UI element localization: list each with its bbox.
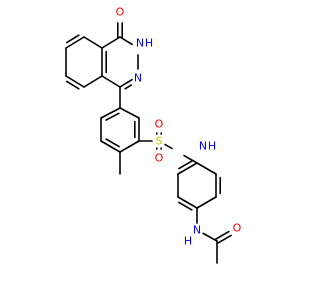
sulfonamide-nitrogen-label: N (199, 140, 207, 153)
sulfur-label: S (156, 135, 163, 148)
azine-nitrogen-label: N (134, 72, 142, 85)
bond-c1-n1 (119, 36, 133, 46)
bond-n2-c4 (119, 78, 133, 88)
bond-n4-ca (202, 232, 218, 242)
bond-a5-a6 (65, 75, 85, 88)
bond-b3-b4 (100, 140, 121, 153)
lactam-nitrogen-label: N (136, 37, 144, 50)
sulfonyl-oxygen-top-label: O (155, 118, 164, 131)
bond-n3-c1p (183, 154, 198, 164)
bond-c4-a1 (101, 75, 121, 88)
bond-b3-b4-inner (105, 138, 120, 148)
atom-label-layer: O N H N O S O N H N H O (116, 6, 242, 248)
bond-c3p-c4p (177, 196, 198, 209)
bond-c1p-c2p (177, 162, 198, 175)
bond-a2-c1 (101, 36, 121, 49)
bond-c3p-c4p-inner (178, 201, 193, 211)
bond-a3-a4-inner (65, 34, 80, 44)
bond-a2-a3 (83, 36, 103, 49)
acetyl-oxygen-label: O (233, 222, 242, 235)
bond-b1-b2 (100, 107, 121, 119)
bond-ca-o4 (217, 234, 232, 244)
bond-ca-o4-second (215, 230, 230, 240)
bond-b4-b5 (119, 140, 140, 153)
sulfonamide-hydrogen-label: H (208, 140, 216, 153)
bond-a3-a4 (65, 36, 85, 49)
bond-s-n3 (164, 143, 173, 150)
sulfonyl-oxygen-bottom-label: O (155, 152, 164, 165)
bond-a6-a1 (83, 75, 103, 88)
bond-b1-b2-inner (105, 112, 120, 121)
bond-b6-b1 (119, 107, 140, 119)
bond-a5-a6-inner (65, 80, 80, 90)
bond-n2-c4-inner (124, 84, 133, 90)
bond-c4p-c5p (196, 196, 217, 209)
bond-layer (65, 22, 232, 264)
molecule-diagram: O N H N O S O N H N H O (65, 6, 242, 264)
amide-nitrogen-label: N (193, 224, 201, 237)
amide-hydrogen-label: H (184, 235, 192, 248)
lactam-hydrogen-label: H (145, 37, 153, 50)
bond-c6p-c1p (196, 162, 217, 175)
carbonyl-oxygen-label: O (116, 6, 125, 19)
bond-c1p-c2p-inner (178, 160, 193, 170)
